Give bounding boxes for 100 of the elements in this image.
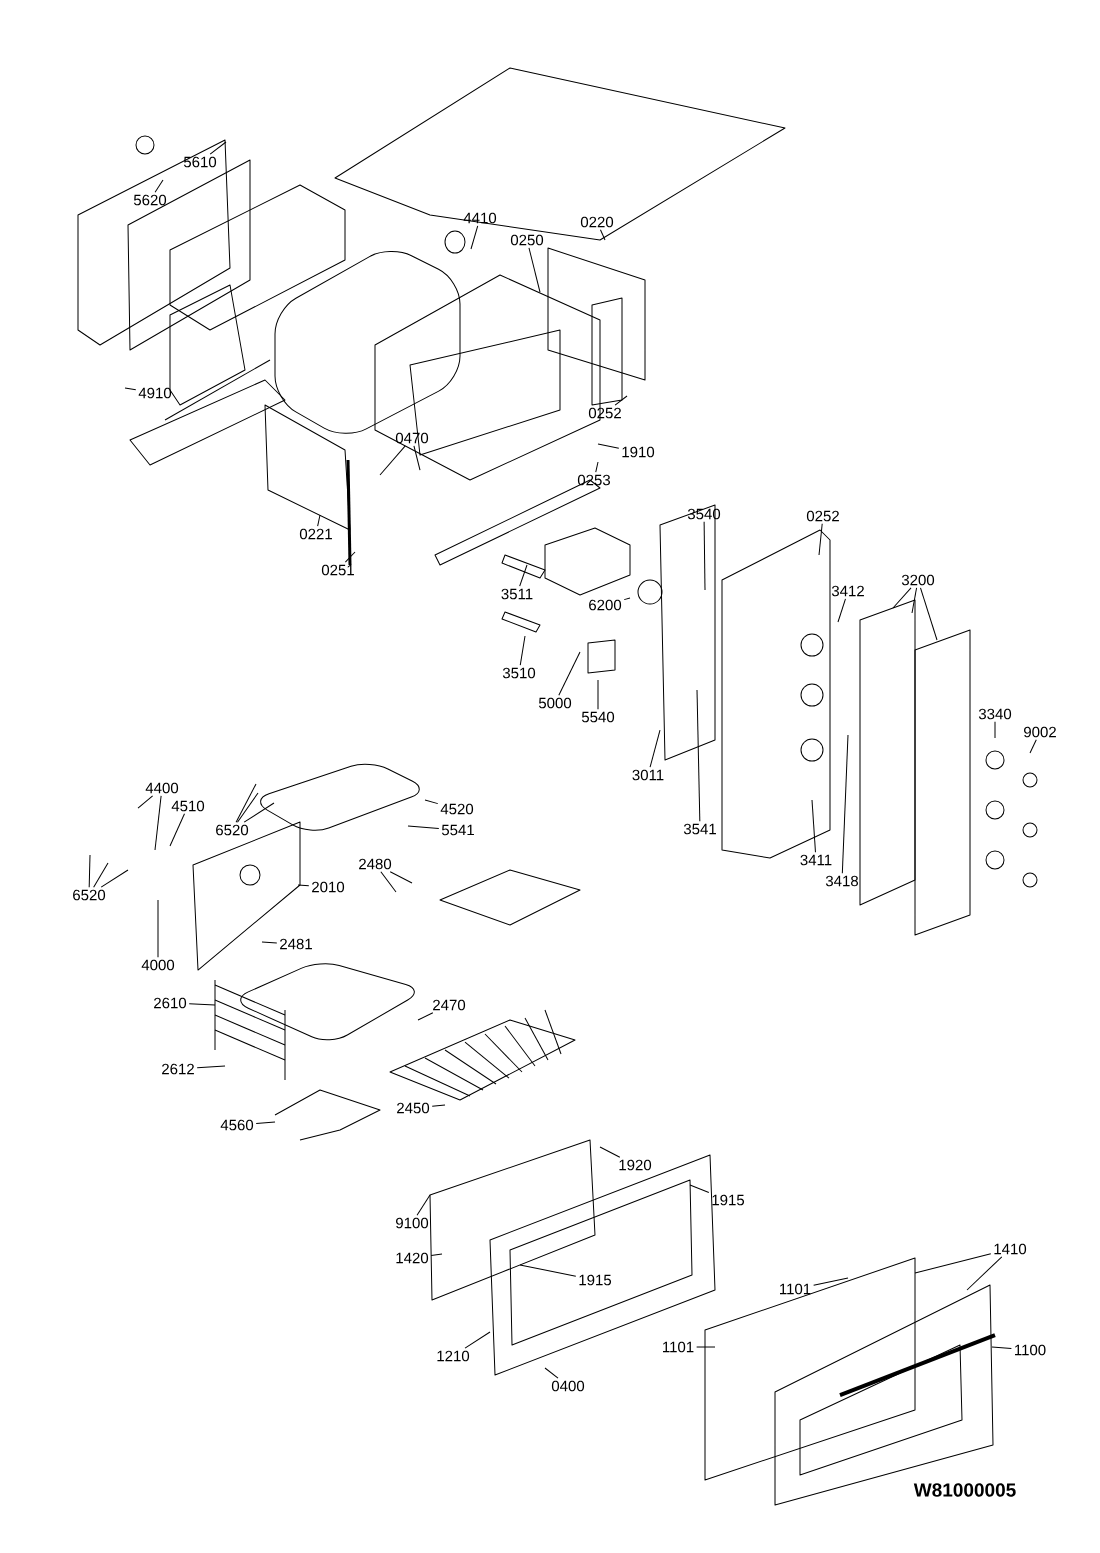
leader-line	[297, 884, 310, 887]
callout-number: 0253	[577, 474, 610, 486]
callout-number: 6200	[589, 599, 622, 611]
leader-line	[599, 229, 606, 241]
callout-number: 3200	[901, 574, 935, 586]
leader-line	[93, 862, 109, 888]
leader-line	[389, 871, 413, 884]
leader-line	[464, 1331, 491, 1349]
leader-line	[519, 635, 526, 666]
leader-line	[235, 783, 257, 823]
leader-line	[169, 813, 185, 847]
callout-number: 3541	[683, 823, 716, 835]
leader-line	[597, 443, 620, 449]
leader-line	[519, 564, 528, 587]
callout-number: 3011	[632, 769, 664, 781]
callout-number: 3411	[800, 854, 832, 866]
callout-number: 2470	[433, 999, 466, 1011]
leader-line	[255, 1121, 276, 1124]
callout-number: 4410	[463, 212, 497, 224]
callout-number: 1210	[437, 1350, 470, 1362]
callout-number: 1915	[712, 1194, 745, 1206]
callout-number: 5620	[133, 194, 167, 206]
callout-number: 9100	[396, 1217, 429, 1229]
callout-number: 1101	[780, 1283, 811, 1295]
leader-line	[837, 598, 846, 623]
leader-line	[599, 1146, 621, 1158]
leader-line	[413, 445, 421, 471]
callout-number: 1410	[994, 1243, 1027, 1255]
callout-number: 6520	[73, 889, 106, 901]
leader-line	[154, 179, 164, 193]
callout-number: 9002	[1024, 726, 1056, 738]
leader-line	[261, 941, 278, 944]
leader-line	[595, 461, 599, 473]
leader-line	[696, 689, 701, 822]
drawing-number: W81000005	[913, 1483, 1016, 1497]
leader-line	[379, 445, 406, 476]
callout-number: 0252	[588, 407, 621, 419]
callout-number: 1910	[622, 446, 655, 458]
callout-number: 3540	[687, 508, 721, 520]
callout-number: 0221	[299, 528, 332, 540]
leader-line	[154, 795, 162, 851]
callout-number: 4910	[138, 387, 172, 399]
leader-line	[614, 395, 628, 406]
leader-line	[649, 729, 661, 768]
leader-line	[914, 1253, 992, 1274]
leader-line	[188, 1003, 216, 1006]
leader-line	[237, 792, 259, 823]
callout-number: 0470	[395, 432, 429, 444]
leader-line	[344, 551, 356, 563]
leader-line	[88, 854, 91, 888]
callout-number: 0250	[510, 234, 544, 246]
leader-line	[696, 1346, 716, 1348]
leader-line	[317, 514, 321, 527]
callout-number: 4520	[440, 803, 474, 815]
leader-line	[157, 899, 159, 958]
leader-line	[623, 597, 631, 601]
leader-line	[813, 1277, 849, 1286]
callout-number: 0251	[321, 564, 354, 576]
callout-number: 1100	[1015, 1344, 1046, 1356]
leader-line	[558, 651, 581, 696]
callout-number: 2480	[359, 858, 392, 870]
callout-number: 0252	[806, 510, 839, 522]
leader-line	[209, 141, 227, 155]
leader-line	[811, 799, 816, 853]
leader-line	[994, 721, 996, 739]
callout-number: 2010	[312, 881, 345, 893]
leader-line	[1029, 739, 1037, 754]
callout-number: 3510	[502, 667, 536, 679]
callout-number: 0220	[580, 216, 614, 228]
callout-number: 3511	[501, 588, 533, 600]
leader-line	[424, 799, 439, 805]
leader-line	[380, 871, 397, 893]
callout-number: 2610	[154, 997, 187, 1009]
callout-number: 1420	[396, 1252, 429, 1264]
leader-line	[892, 587, 912, 609]
leader-line	[431, 1104, 446, 1107]
leader-line	[544, 1367, 559, 1379]
callout-number: 4560	[220, 1119, 254, 1131]
callout-number: 5540	[581, 711, 615, 723]
leader-line	[137, 795, 154, 809]
leader-line	[100, 869, 129, 888]
leader-line	[196, 1065, 226, 1069]
callout-number: 1915	[579, 1274, 612, 1286]
leader-line	[966, 1256, 1003, 1291]
leader-line	[689, 1184, 710, 1193]
leader-line	[243, 802, 275, 823]
callout-number: 5610	[183, 156, 217, 168]
leader-line	[417, 1012, 434, 1021]
leader-line	[920, 587, 938, 641]
callout-number: 4400	[145, 782, 179, 794]
callout-number: 3418	[825, 875, 858, 887]
callout-number: 6520	[216, 824, 249, 836]
leader-line	[703, 521, 706, 591]
leader-line	[470, 225, 479, 250]
leader-line	[407, 825, 440, 829]
leader-line	[124, 387, 137, 391]
callout-number: 4000	[141, 959, 175, 971]
callout-number: 0400	[551, 1380, 585, 1392]
callout-number: 2481	[280, 938, 312, 950]
leader-line	[818, 523, 823, 556]
